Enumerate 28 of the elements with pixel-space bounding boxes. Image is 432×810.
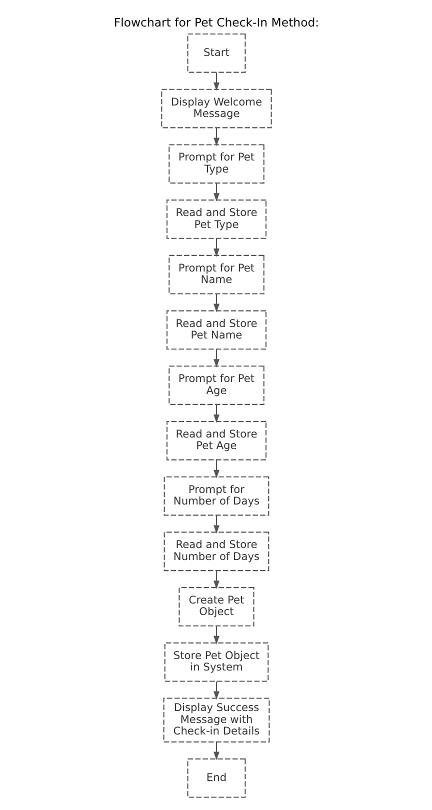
arrow: [213, 294, 219, 312]
node-box: Display Welcome Message: [160, 88, 272, 128]
arrow: [213, 681, 219, 700]
arrow: [213, 72, 219, 91]
arrow: [213, 404, 219, 424]
node-box: Store Pet Object in System: [164, 642, 268, 682]
arrow: [213, 238, 219, 257]
node-box: Prompt for Pet Name: [168, 254, 264, 294]
node-box: Create Pet Object: [178, 587, 254, 626]
node-box: Read and Store Number of Days: [163, 532, 269, 572]
arrow: [213, 742, 219, 760]
node-box: Read and Store Pet Name: [166, 310, 266, 350]
arrow: [213, 515, 219, 534]
arrow: [213, 570, 219, 590]
node-box: Read and Store Pet Type: [166, 200, 266, 239]
diagram-title: Flowchart for Pet Check-In Method:: [113, 15, 319, 30]
arrow: [213, 460, 219, 478]
arrow: [213, 183, 219, 202]
arrow: [213, 128, 219, 146]
node-box: Prompt for Pet Type: [168, 144, 264, 184]
arrow: [213, 626, 219, 644]
node-box: Prompt for Number of Days: [163, 476, 269, 516]
node-box: Display Success Message with Check-in Details: [162, 698, 270, 742]
node-box: Read and Store Pet Age: [166, 420, 266, 460]
node-box: Prompt for Pet Age: [168, 366, 264, 405]
node-box: End: [186, 758, 246, 798]
arrow: [213, 349, 219, 368]
node-box: Start: [186, 33, 246, 73]
